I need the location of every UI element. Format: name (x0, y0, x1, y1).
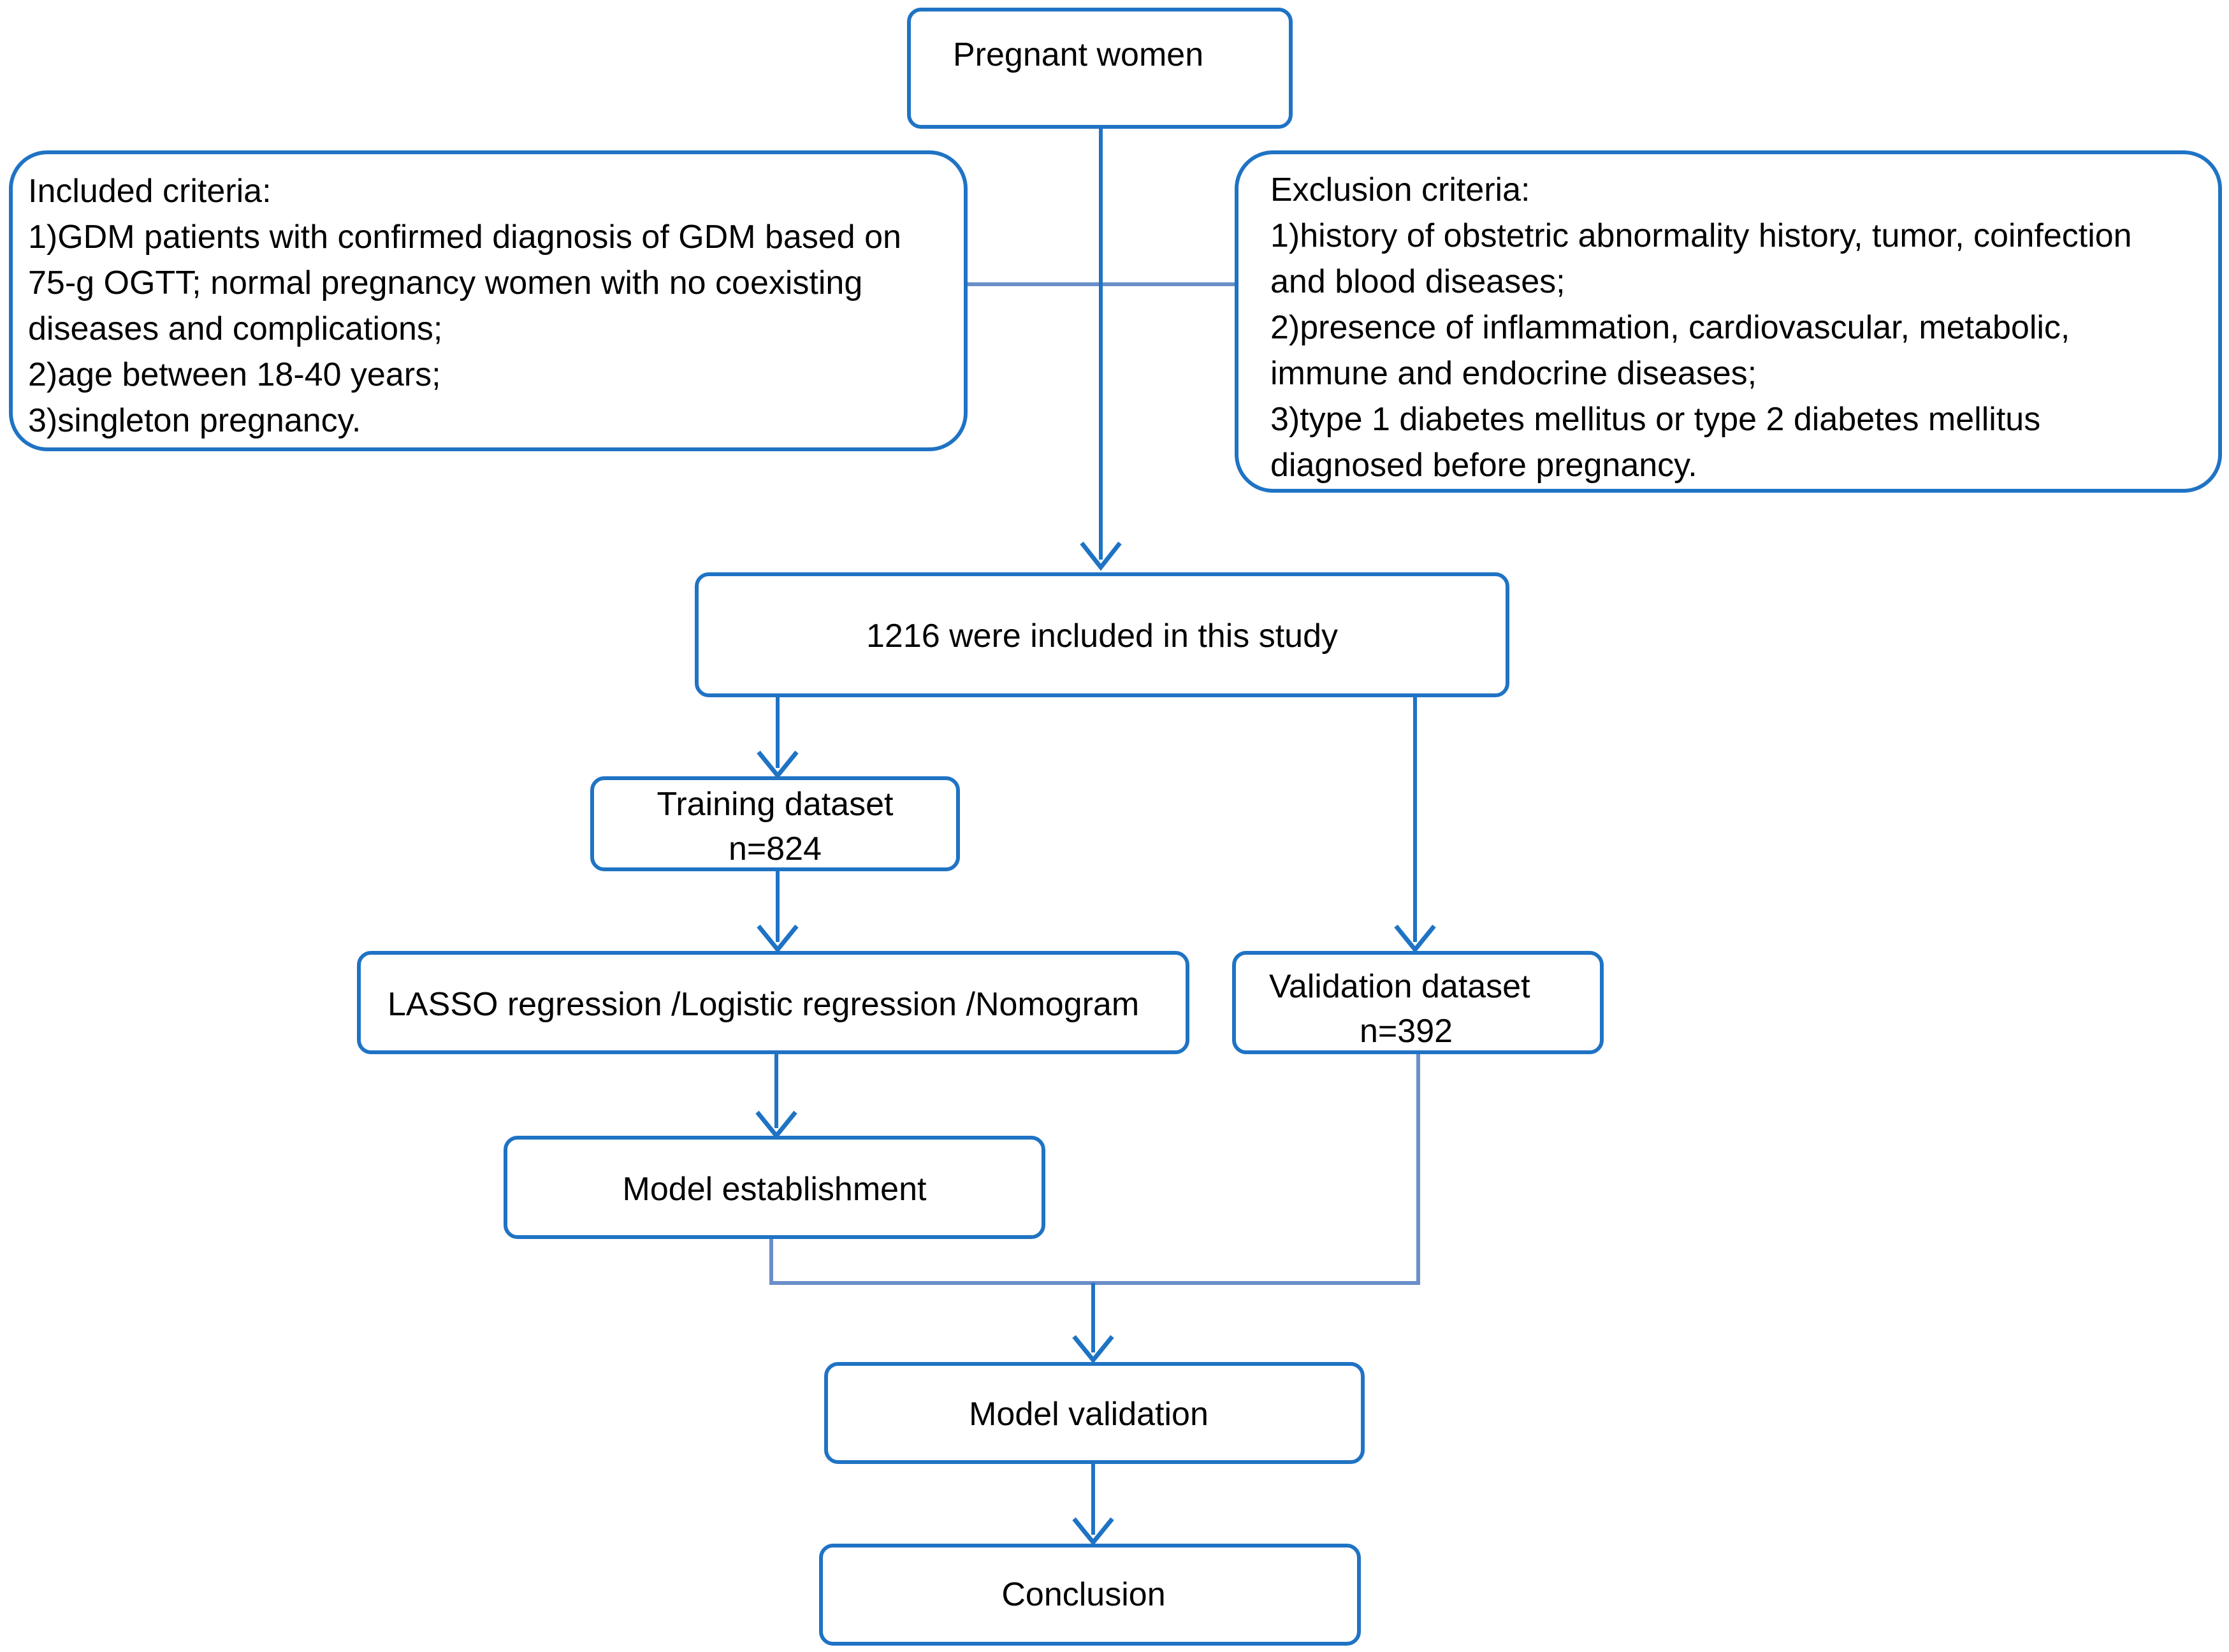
validation-dataset-label: Validation dataset (1269, 968, 1530, 1005)
included-criteria-line: 2)age between 18-40 years; (28, 356, 441, 393)
included-count-box: 1216 were included in this study (695, 572, 1509, 697)
included-criteria-line: diseases and complications; (28, 310, 443, 347)
included-criteria-line: 3)singleton pregnancy. (28, 402, 361, 439)
included-criteria-line: 75-g OGTT; normal pregnancy women with n… (28, 264, 863, 301)
included-criteria-title: Included criteria: (28, 173, 272, 210)
model-validation-label: Model validation (969, 1396, 1209, 1433)
model-establishment-label: Model establishment (622, 1171, 927, 1208)
included-count-label: 1216 were included in this study (866, 618, 1338, 655)
exclusion-criteria-line: 3)type 1 diabetes mellitus or type 2 dia… (1270, 401, 2041, 438)
exclusion-criteria-line: and blood diseases; (1270, 263, 1565, 300)
exclusion-criteria-box: Exclusion criteria: 1)history of obstetr… (1235, 150, 2222, 493)
exclusion-criteria-line: 1)history of obstetric abnormality histo… (1270, 217, 2132, 254)
model-establishment-box: Model establishment (504, 1136, 1045, 1239)
model-validation-box: Model validation (824, 1362, 1365, 1464)
exclusion-criteria-line: diagnosed before pregnancy. (1270, 447, 1697, 484)
training-dataset-label: Training dataset (657, 786, 894, 823)
training-dataset-box: Training dataset n=824 (590, 776, 960, 871)
pregnant-women-label: Pregnant women (953, 36, 1204, 73)
methods-box: LASSO regression /Logistic regression /N… (357, 951, 1189, 1054)
validation-dataset-box: Validation dataset n=392 (1232, 951, 1604, 1054)
included-criteria-line: 1)GDM patients with confirmed diagnosis … (28, 219, 901, 256)
included-criteria-box: Included criteria: 1)GDM patients with c… (9, 150, 968, 451)
methods-label: LASSO regression /Logistic regression /N… (388, 986, 1140, 1023)
training-count-label: n=824 (728, 830, 822, 867)
conclusion-label: Conclusion (1001, 1576, 1166, 1613)
exclusion-criteria-line: 2)presence of inflammation, cardiovascul… (1270, 309, 2070, 346)
conclusion-box: Conclusion (819, 1544, 1361, 1646)
exclusion-criteria-line: immune and endocrine diseases; (1270, 355, 1757, 392)
validation-count-label: n=392 (1360, 1013, 1453, 1050)
exclusion-criteria-title: Exclusion criteria: (1270, 171, 1530, 208)
pregnant-women-box: Pregnant women (907, 8, 1293, 129)
